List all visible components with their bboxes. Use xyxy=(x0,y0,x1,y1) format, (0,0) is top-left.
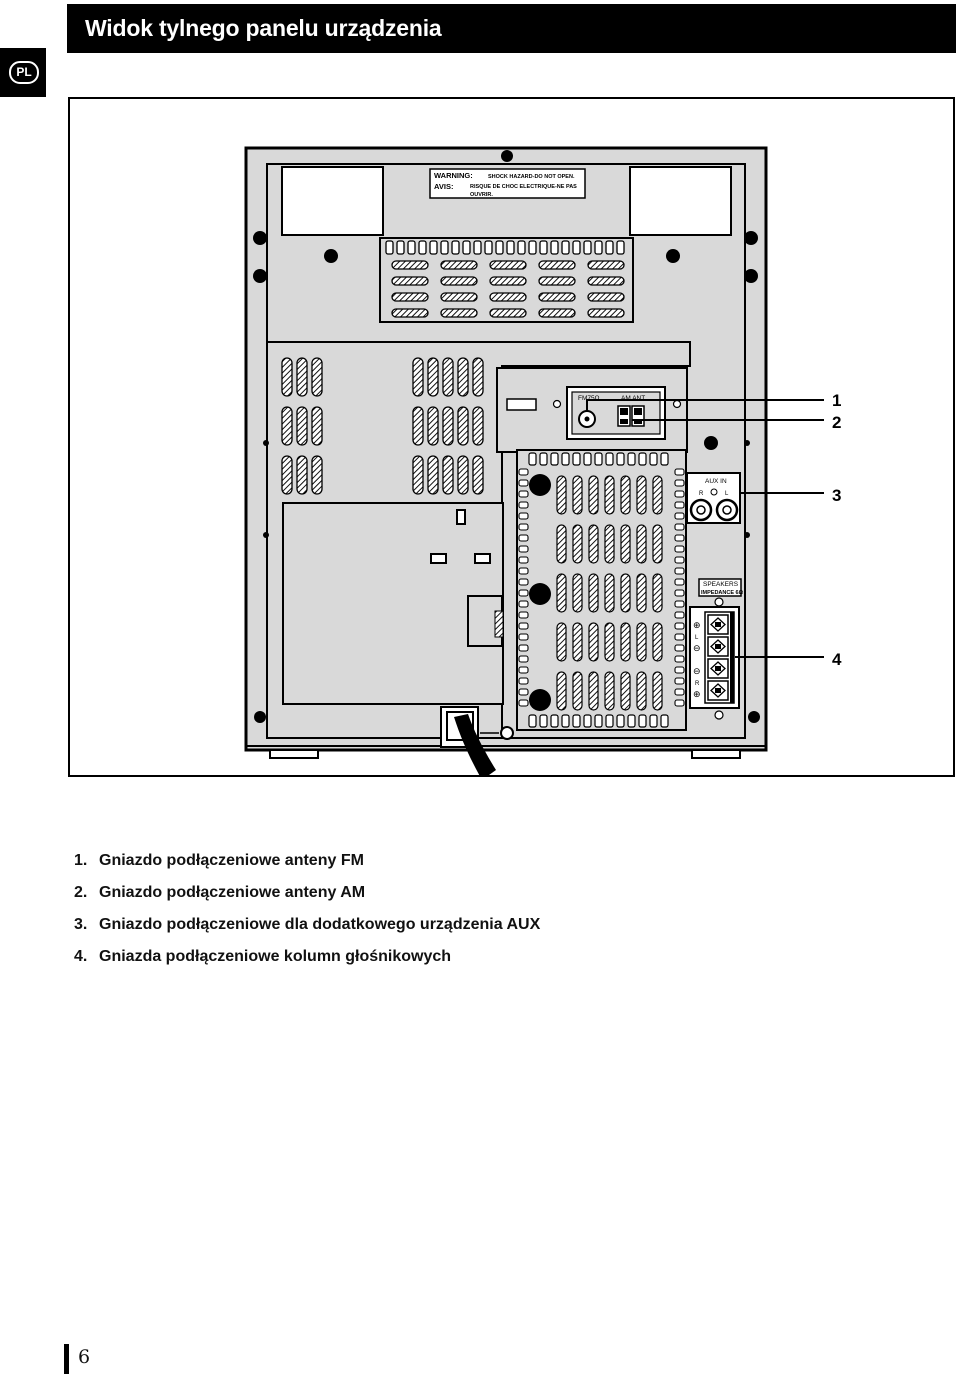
language-badge: PL xyxy=(9,61,39,84)
legend-item: 1.Gniazdo podłączeniowe anteny FM xyxy=(74,852,364,869)
callout-2: 2 xyxy=(832,413,841,432)
top-vent xyxy=(379,237,634,323)
aux-r-label: R xyxy=(699,491,704,497)
avis-text-2: OUVRIR. xyxy=(470,192,493,198)
callout-lines xyxy=(586,399,824,658)
avis-title: AVIS: xyxy=(434,182,453,191)
warning-label: WARNING: SHOCK HAZARD-DO NOT OPEN. AVIS:… xyxy=(429,168,586,199)
page-marker xyxy=(64,1344,69,1374)
page-title: Widok tylnego panelu urządzenia xyxy=(85,15,442,41)
impedance-label: IMPEDANCE 6Ω xyxy=(701,590,744,596)
heatsink-grille xyxy=(516,449,687,731)
avis-text-1: RISQUE DE CHOC ELECTRIQUE-NE PAS xyxy=(470,184,577,190)
speaker-l-label: L xyxy=(695,635,699,641)
chassis-screws xyxy=(253,150,760,723)
speaker-r-label: R xyxy=(695,681,700,687)
legend-item: 2.Gniazdo podłączeniowe anteny AM xyxy=(74,884,366,901)
antenna-panel: FM75Ω AM ANT xyxy=(496,367,688,453)
left-vent-grilles xyxy=(281,357,484,495)
header-bar: Widok tylnego panelu urządzenia xyxy=(67,4,956,53)
warning-text: SHOCK HAZARD-DO NOT OPEN. xyxy=(488,174,575,180)
rear-panel-figure: WARNING: SHOCK HAZARD-DO NOT OPEN. AVIS:… xyxy=(68,97,955,777)
callout-1: 1 xyxy=(832,391,841,410)
legend-list: 1.Gniazdo podłączeniowe anteny FM 2.Gnia… xyxy=(74,850,540,978)
warning-title: WARNING: xyxy=(434,171,473,180)
top-left-panel xyxy=(281,166,384,236)
svg-text:⊖: ⊖ xyxy=(693,644,701,654)
lower-left-panel xyxy=(282,502,504,705)
aux-in-panel: AUX IN R L xyxy=(686,472,741,524)
aux-l-label: L xyxy=(725,491,729,497)
left-foot xyxy=(269,749,319,759)
top-right-panel xyxy=(629,166,732,236)
lower-tray xyxy=(266,341,691,739)
speakers-label: SPEAKERS xyxy=(703,581,739,588)
rear-panel-diagram: WARNING: SHOCK HAZARD-DO NOT OPEN. AVIS:… xyxy=(244,146,842,775)
page-number: 6 xyxy=(78,1346,91,1368)
speakers-panel: SPEAKERS IMPEDANCE 6Ω L R ⊕ ⊖ ⊖ ⊕ xyxy=(689,578,744,720)
aux-in-label: AUX IN xyxy=(705,478,727,485)
callout-3: 3 xyxy=(832,486,841,505)
fm-jack-label: FM75Ω xyxy=(578,395,600,402)
callout-4: 4 xyxy=(832,650,842,669)
power-cord xyxy=(440,706,514,775)
svg-text:⊕: ⊕ xyxy=(693,690,701,700)
svg-text:⊕: ⊕ xyxy=(693,621,701,631)
svg-text:⊖: ⊖ xyxy=(693,667,701,677)
right-foot xyxy=(691,749,741,759)
legend-item: 4.Gniazda podłączeniowe kolumn głośnikow… xyxy=(74,948,452,965)
legend-item: 3.Gniazdo podłączeniowe dla dodatkowego … xyxy=(74,916,541,933)
am-jack-label: AM ANT xyxy=(621,395,645,402)
language-tab: PL xyxy=(0,48,46,97)
callout-numbers: 1 2 3 4 xyxy=(832,391,842,669)
speaker-terminals[interactable] xyxy=(707,614,729,701)
